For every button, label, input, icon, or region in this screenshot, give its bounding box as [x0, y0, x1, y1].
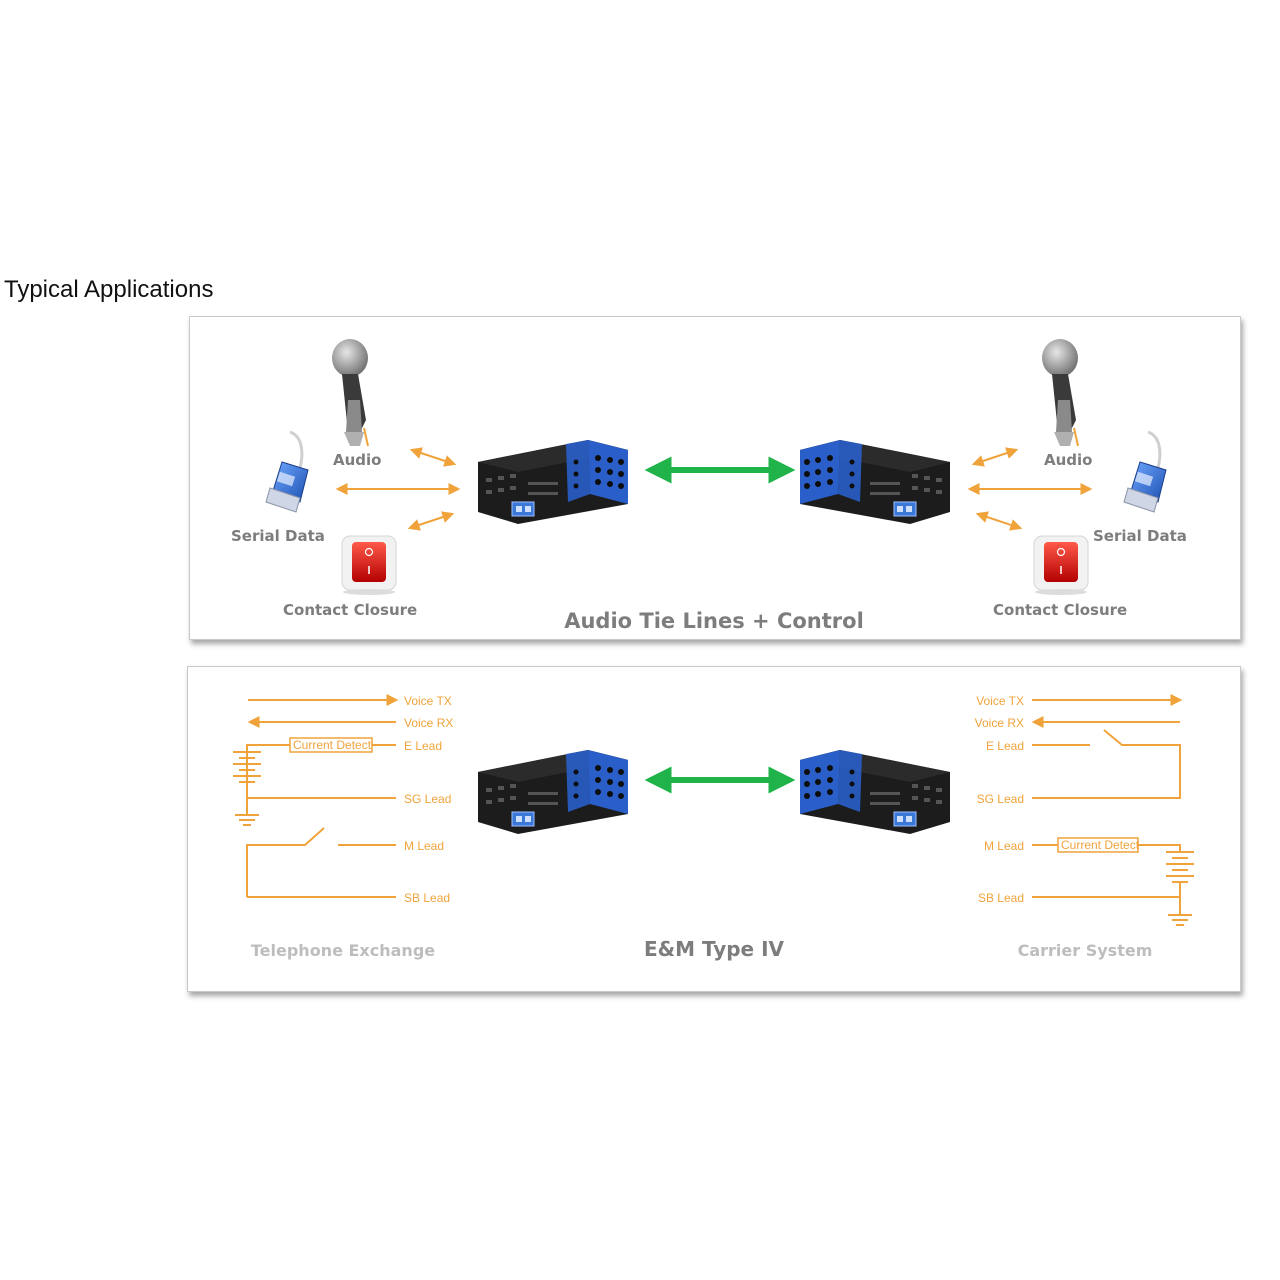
contact-closure-label-right: Contact Closure: [993, 601, 1127, 619]
sb-lead-label-right: SB Lead: [978, 891, 1024, 905]
m-lead-label-right: M Lead: [984, 839, 1024, 853]
audio-label-right: Audio: [1044, 451, 1092, 469]
current-detect-label-left: Current Detect: [293, 738, 372, 752]
current-detect-label-right: Current Detect: [1061, 838, 1140, 852]
audio-label-left: Audio: [333, 451, 381, 469]
serial-data-label-right: Serial Data: [1093, 527, 1187, 545]
bottom-panel-caption: E&M Type IV: [644, 937, 785, 961]
m-lead-wire-right: [1138, 844, 1181, 852]
e-lead-label-left: E Lead: [404, 739, 442, 753]
telephone-exchange-caption: Telephone Exchange: [251, 941, 435, 960]
e-lead-wire-left: [246, 744, 290, 815]
audio-arrow-left: [409, 447, 457, 467]
top-panel-caption: Audio Tie Lines + Control: [564, 609, 864, 633]
audio-arrow-right: [971, 447, 1019, 467]
bottom-panel-graphics: [232, 694, 1195, 926]
voice-tx-label-right: Voice TX: [976, 694, 1024, 708]
sg-lead-label-right: SG Lead: [977, 792, 1024, 806]
contact-arrow-right: [975, 511, 1023, 531]
voice-rx-label-left: Voice RX: [404, 716, 453, 730]
top-panel-graphics: [264, 338, 1168, 596]
sg-lead-label-left: SG Lead: [404, 792, 451, 806]
e-lead-switch-right: [1032, 729, 1181, 799]
serial-data-label-left: Serial Data: [231, 527, 325, 545]
m-lead-switch-left: [246, 827, 325, 897]
contact-arrow-left: [407, 511, 455, 531]
page-title: Typical Applications: [4, 276, 214, 303]
voice-rx-label-right: Voice RX: [975, 716, 1024, 730]
e-lead-label-right: E Lead: [986, 739, 1024, 753]
sb-lead-label-left: SB Lead: [404, 891, 450, 905]
carrier-system-caption: Carrier System: [1018, 941, 1153, 960]
m-lead-label-left: M Lead: [404, 839, 444, 853]
voice-tx-label-left: Voice TX: [404, 694, 452, 708]
contact-closure-label-left: Contact Closure: [283, 601, 417, 619]
